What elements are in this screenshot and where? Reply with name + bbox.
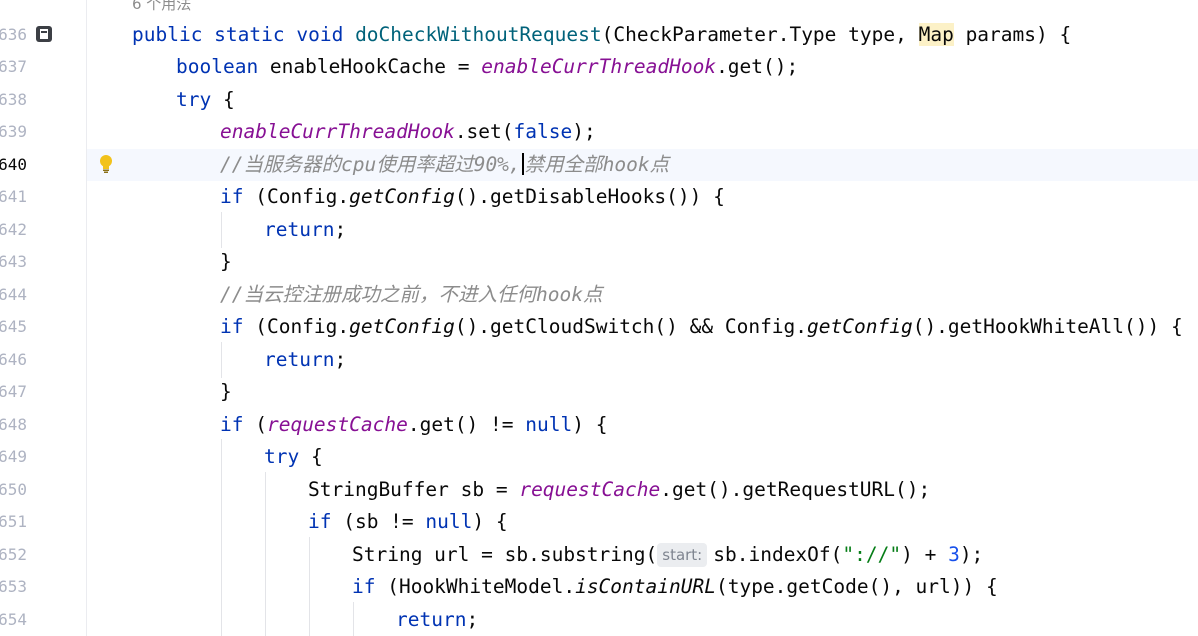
line-number[interactable]: 647 <box>0 382 27 401</box>
indent-guide <box>221 439 222 636</box>
line-number[interactable]: 654 <box>0 610 27 629</box>
parameter-hint: start: <box>657 543 708 567</box>
line-number[interactable]: 645 <box>0 317 27 336</box>
code-line[interactable]: if (sb != null) { <box>308 510 508 533</box>
line-number[interactable]: 650 <box>0 480 27 499</box>
code-line[interactable]: enableCurrThreadHook.set(false); <box>220 120 596 143</box>
method-name[interactable]: doCheckWithoutRequest <box>355 23 602 46</box>
line-number[interactable]: 653 <box>0 577 27 596</box>
line-number[interactable]: 637 <box>0 57 27 76</box>
bookmark-icon[interactable] <box>36 26 52 42</box>
current-line-highlight <box>87 149 1198 181</box>
line-number[interactable]: 643 <box>0 252 27 271</box>
line-number[interactable]: 649 <box>0 447 27 466</box>
usage-hint[interactable]: 6 个用法 <box>132 0 192 13</box>
code-line[interactable]: if (requestCache.get() != null) { <box>220 413 608 436</box>
lightbulb-icon[interactable] <box>98 154 114 174</box>
line-number[interactable]: 648 <box>0 415 27 434</box>
code-line[interactable]: StringBuffer sb = requestCache.get().get… <box>308 478 931 501</box>
indent-guide <box>265 472 266 636</box>
line-number[interactable]: 639 <box>0 122 27 141</box>
code-line[interactable]: if (HookWhiteModel.isContainURL(type.get… <box>352 575 998 598</box>
code-line[interactable]: return; <box>396 608 479 631</box>
code-line[interactable]: try { <box>264 445 323 468</box>
code-line[interactable]: if (Config.getConfig().getDisableHooks()… <box>220 185 725 208</box>
code-line[interactable]: public static void doCheckWithoutRequest… <box>132 23 1072 46</box>
line-number[interactable]: 651 <box>0 512 27 531</box>
indent-guide <box>353 602 354 636</box>
line-number[interactable]: 642 <box>0 220 27 239</box>
line-number-current[interactable]: 640 <box>0 155 27 174</box>
code-line-current[interactable]: //当服务器的cpu使用率超过90%,禁用全部hook点 <box>220 153 670 176</box>
code-line[interactable]: if (Config.getConfig().getCloudSwitch() … <box>220 315 1183 338</box>
editor-gutter[interactable] <box>0 0 87 636</box>
type-map[interactable]: Map <box>918 23 954 46</box>
code-line[interactable]: String url = sb.substring(start:sb.index… <box>352 543 984 567</box>
line-number[interactable]: 646 <box>0 350 27 369</box>
line-number[interactable]: 641 <box>0 187 27 206</box>
indent-guide <box>221 342 222 378</box>
code-line[interactable]: try { <box>176 88 235 111</box>
code-line[interactable]: return; <box>264 348 347 371</box>
text-caret <box>521 153 524 175</box>
code-line[interactable]: } <box>220 250 232 273</box>
indent-guide <box>309 537 310 636</box>
code-line[interactable]: return; <box>264 218 347 241</box>
code-line[interactable]: } <box>220 380 232 403</box>
line-number[interactable]: 636 <box>0 25 27 44</box>
line-number[interactable]: 644 <box>0 285 27 304</box>
line-number[interactable]: 638 <box>0 90 27 109</box>
code-line[interactable]: //当云控注册成功之前，不进入任何hook点 <box>220 283 603 306</box>
code-line[interactable]: boolean enableHookCache = enableCurrThre… <box>176 55 799 78</box>
line-number[interactable]: 652 <box>0 545 27 564</box>
indent-guide <box>221 212 222 248</box>
